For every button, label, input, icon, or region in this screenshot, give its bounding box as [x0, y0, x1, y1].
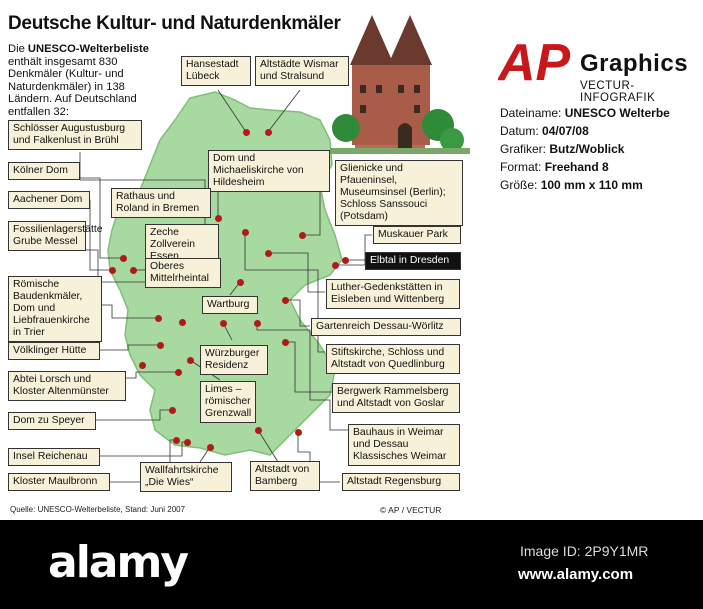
site-marker[interactable] [281, 338, 289, 346]
label-wieskirche[interactable]: Wallfahrtskirche „Die Wies“ [140, 462, 232, 492]
svg-text:AP: AP [498, 36, 571, 86]
site-marker[interactable] [236, 278, 244, 286]
label-lorsch[interactable]: Abtei Lorsch und Kloster Altenmünster [8, 371, 126, 401]
site-marker[interactable] [178, 318, 186, 326]
label-berlin-potsdam[interactable]: Glienicke und Pfaueninsel, Museumsinsel … [335, 160, 463, 226]
site-marker[interactable] [138, 361, 146, 369]
intro-text: Die UNESCO-Welterbeliste enthält insgesa… [8, 43, 149, 118]
site-marker[interactable] [156, 341, 164, 349]
label-regensburg[interactable]: Altstadt Regensburg [342, 473, 460, 491]
alamy-logo: alamy [48, 537, 189, 588]
site-marker[interactable] [168, 406, 176, 414]
source-note: Quelle: UNESCO-Welterbeliste, Stand: Jun… [10, 505, 186, 514]
label-voelklinger-huette[interactable]: Völklinger Hütte [8, 342, 100, 360]
site-marker[interactable] [264, 249, 272, 257]
label-maulbronn[interactable]: Kloster Maulbronn [8, 473, 110, 491]
alamy-url[interactable]: www.alamy.com [518, 566, 634, 583]
site-marker[interactable] [219, 319, 227, 327]
site-marker[interactable] [242, 128, 250, 136]
infographic: Deutsche Kultur- und Naturdenkmäler Die … [8, 13, 470, 515]
label-luebeck[interactable]: Hansestadt Lübeck [181, 56, 251, 86]
label-bauhaus-weimar[interactable]: Bauhaus in Weimar und Dessau Klassisches… [348, 424, 460, 466]
ap-logo: AP [498, 36, 571, 86]
site-marker[interactable] [108, 266, 116, 274]
label-dessau-woerlitz[interactable]: Gartenreich Dessau-Wörlitz [311, 318, 461, 336]
graphics-wordmark: Graphics [580, 50, 689, 77]
site-marker[interactable] [172, 436, 180, 444]
site-marker[interactable] [294, 428, 302, 436]
site-marker[interactable] [241, 228, 249, 236]
label-wismar-stralsund[interactable]: Altstädte Wismar und Stralsund [255, 56, 349, 86]
site-marker[interactable] [298, 231, 306, 239]
vectur-subtitle: VECTUR-INFOGRAFIK [580, 80, 656, 104]
label-bamberg[interactable]: Altstadt von Bamberg [250, 461, 320, 491]
site-marker[interactable] [254, 426, 262, 434]
label-speyer[interactable]: Dom zu Speyer [8, 412, 96, 430]
label-reichenau[interactable]: Insel Reichenau [8, 448, 100, 466]
label-elbtal-dresden[interactable]: Elbtal in Dresden [365, 252, 461, 270]
label-rammelsberg[interactable]: Bergwerk Rammelsberg und Altstadt von Go… [332, 383, 460, 413]
label-quedlinburg[interactable]: Stiftskirche, Schloss und Altstadt von Q… [326, 344, 460, 374]
label-wartburg[interactable]: Wartburg [202, 296, 258, 314]
label-hildesheim[interactable]: Dom und Michaeliskirche von Hildesheim [208, 150, 330, 192]
site-marker[interactable] [206, 443, 214, 451]
label-bruehl[interactable]: Schlösser Augustusburg und Falkenlust in… [8, 120, 142, 150]
label-koelner-dom[interactable]: Kölner Dom [8, 162, 80, 180]
site-marker[interactable] [129, 266, 137, 274]
holstentor-illustration [330, 15, 470, 154]
label-wuerzburg[interactable]: Würzburger Residenz [200, 345, 268, 375]
site-marker[interactable] [264, 128, 272, 136]
site-marker[interactable] [214, 214, 222, 222]
meta-format: Format: Freehand 8 [500, 160, 609, 174]
meta-filename: Dateiname: UNESCO Welterbe [500, 106, 670, 120]
watermark-bar [0, 520, 703, 609]
site-marker[interactable] [281, 296, 289, 304]
credit-note: © AP / VECTUR [380, 505, 442, 515]
meta-panel [472, 0, 703, 520]
site-marker[interactable] [186, 356, 194, 364]
site-marker[interactable] [183, 438, 191, 446]
site-marker[interactable] [341, 256, 349, 264]
page-title: Deutsche Kultur- und Naturdenkmäler [8, 13, 341, 34]
label-trier[interactable]: Römische Baudenkmäler, Dom und Liebfraue… [8, 276, 102, 342]
site-marker[interactable] [119, 254, 127, 262]
label-bremen[interactable]: Rathaus und Roland in Bremen [111, 188, 211, 218]
meta-graphic: Grafiker: Butz/Woblick [500, 142, 625, 156]
site-marker[interactable] [174, 368, 182, 376]
site-marker[interactable] [253, 319, 261, 327]
meta-date: Datum: 04/07/08 [500, 124, 589, 138]
leader-lines [70, 89, 372, 483]
label-grube-messel[interactable]: Fossilienlagerstätte Grube Messel [8, 221, 103, 251]
label-aachener-dom[interactable]: Aachener Dom [8, 191, 90, 209]
label-limes[interactable]: Limes – römischer Grenzwall [200, 381, 256, 423]
image-id: Image ID: 2P9Y1MR [520, 543, 649, 559]
site-marker[interactable] [331, 261, 339, 269]
label-muskauer-park[interactable]: Muskauer Park [373, 226, 461, 244]
meta-size: Größe: 100 mm x 110 mm [500, 178, 643, 192]
label-luther[interactable]: Luther-Gedenkstätten in Eisleben und Wit… [326, 279, 460, 309]
site-marker[interactable] [154, 314, 162, 322]
label-mittelrheintal[interactable]: Oberes Mittelrheintal [145, 258, 221, 288]
